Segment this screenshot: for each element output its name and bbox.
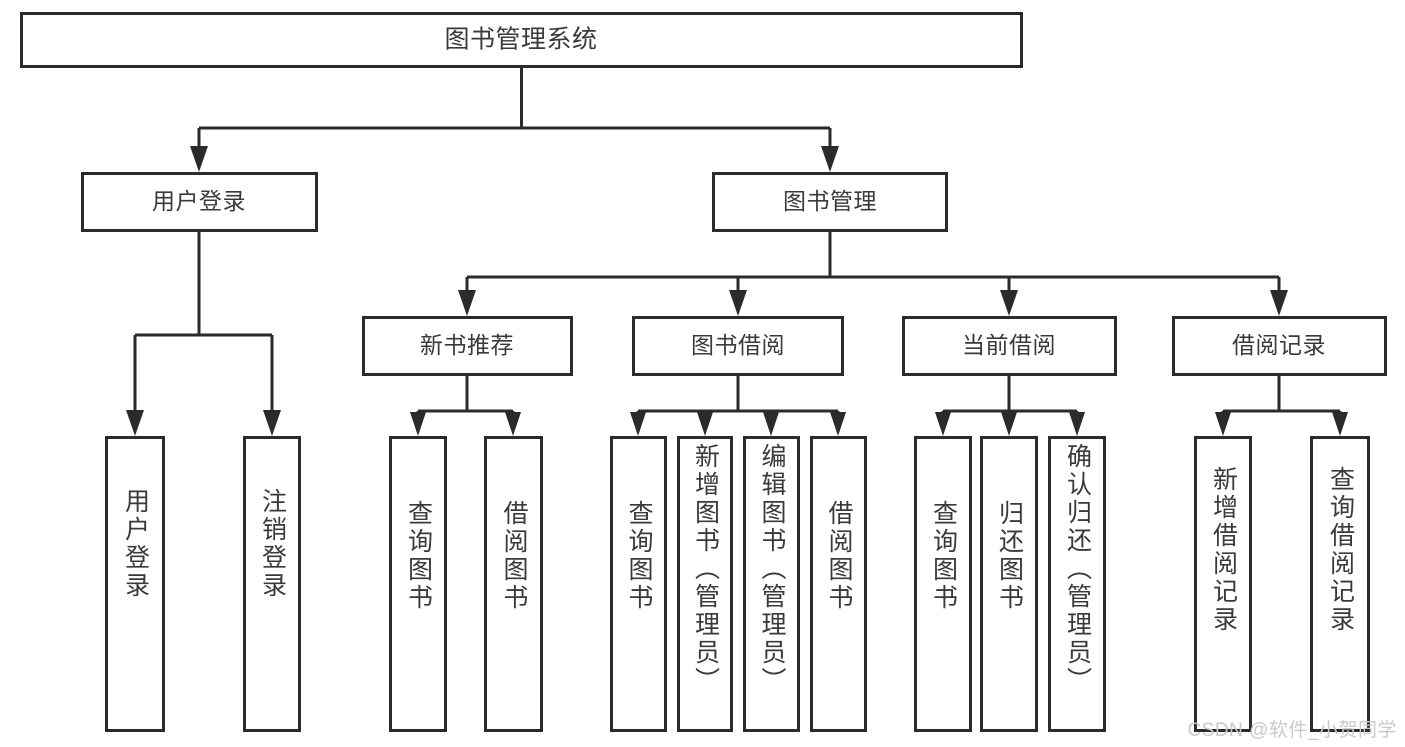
- arrow-head-leaf-query-book-2: [630, 412, 646, 436]
- node-new-book-recommend-box[interactable]: [362, 316, 573, 376]
- leaf-box-logout-login[interactable]: [243, 436, 301, 732]
- arrow-head-borrow-record: [1270, 290, 1288, 316]
- arrow-head-leaf-add-record: [1215, 412, 1231, 436]
- arrow-head-leaf-return-book: [1001, 412, 1017, 436]
- arrow-head-current-borrow: [1000, 290, 1018, 316]
- node-user-login[interactable]: 用户登录: [81, 172, 318, 232]
- node-root-label: 图书管理系统: [444, 26, 597, 54]
- leaf-box-confirm-return[interactable]: [1048, 436, 1106, 732]
- arrow-head-leaf-user-login: [126, 410, 144, 436]
- leaf-box-add-book[interactable]: [677, 436, 733, 732]
- node-book-manage-box[interactable]: [712, 172, 948, 232]
- node-book-borrow-label: 图书借阅: [691, 332, 785, 358]
- leaf-box-add-record[interactable]: [1194, 436, 1252, 732]
- csdn-watermark: CSDN @软件_小贺同学: [1187, 720, 1397, 741]
- leaf-box-query-book-3[interactable]: [914, 436, 972, 732]
- arrow-head-new-book-recommend: [458, 290, 476, 316]
- node-borrow-record-label: 借阅记录: [1232, 332, 1326, 358]
- arrow-head-leaf-borrow-book-2: [830, 412, 846, 436]
- node-user-login-box[interactable]: [81, 172, 318, 232]
- arrow-head-leaf-add-book: [697, 412, 713, 436]
- connector-group-user-login: [126, 232, 281, 436]
- arrow-head-book-borrow: [729, 290, 747, 316]
- node-new-book-recommend-label: 新书推荐: [420, 332, 514, 358]
- node-book-borrow[interactable]: 图书借阅: [632, 316, 844, 376]
- leaf-box-edit-book[interactable]: [743, 436, 800, 732]
- arrow-head-book-manage: [821, 146, 839, 172]
- node-root[interactable]: 图书管理系统: [20, 12, 1023, 68]
- leaf-box-return-book[interactable]: [980, 436, 1038, 732]
- node-book-manage-label: 图书管理: [783, 188, 877, 214]
- connector-group-book-borrow: [630, 376, 846, 436]
- leaf-box-user-login[interactable]: [105, 436, 165, 732]
- leaf-box-group: [105, 436, 1370, 732]
- connector-group-root: [190, 68, 839, 172]
- connector-group-current-borrow: [935, 376, 1085, 436]
- connector-group-new-book-recommend: [410, 376, 521, 436]
- arrow-head-user-login: [190, 146, 208, 172]
- arrow-head-leaf-logout-login: [263, 410, 281, 436]
- node-book-manage[interactable]: 图书管理: [712, 172, 948, 232]
- node-current-borrow-box[interactable]: [902, 316, 1117, 376]
- node-new-book-recommend[interactable]: 新书推荐: [362, 316, 573, 376]
- node-borrow-record-box[interactable]: [1172, 316, 1387, 376]
- connector-group-borrow-record: [1215, 376, 1348, 436]
- leaf-box-query-book-1[interactable]: [389, 436, 447, 732]
- connector-group-book-manage: [458, 232, 1288, 316]
- arrow-head-leaf-query-book-1: [410, 412, 426, 436]
- node-user-login-label: 用户登录: [152, 188, 246, 214]
- leaf-box-query-book-2[interactable]: [610, 436, 667, 732]
- arrow-head-leaf-borrow-book-1: [505, 412, 521, 436]
- leaf-box-borrow-book-1[interactable]: [484, 436, 543, 732]
- leaf-box-query-record[interactable]: [1310, 436, 1370, 732]
- arrow-head-leaf-query-book-3: [935, 412, 951, 436]
- node-current-borrow-label: 当前借阅: [962, 332, 1056, 358]
- node-book-borrow-box[interactable]: [632, 316, 844, 376]
- arrow-head-leaf-edit-book: [763, 412, 779, 436]
- arrow-head-leaf-confirm-return: [1069, 412, 1085, 436]
- node-root-box[interactable]: [20, 12, 1023, 68]
- arrow-head-leaf-query-record: [1332, 412, 1348, 436]
- leaf-box-borrow-book-2[interactable]: [810, 436, 867, 732]
- node-borrow-record[interactable]: 借阅记录: [1172, 316, 1387, 376]
- node-current-borrow[interactable]: 当前借阅: [902, 316, 1117, 376]
